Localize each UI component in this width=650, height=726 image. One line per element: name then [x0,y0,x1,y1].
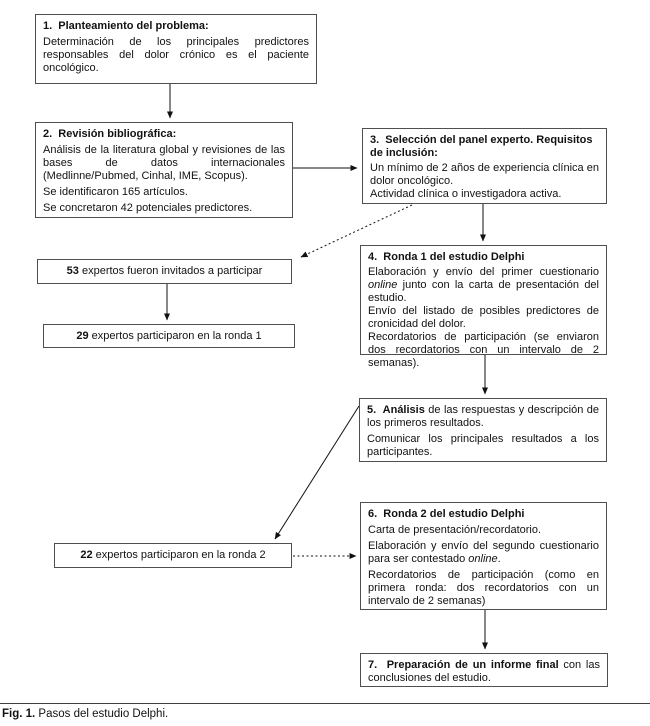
step-6-text-1: Carta de presentación/recordatorio. [368,524,542,536]
step-4-text-2: Envío del listado de posibles predictore… [368,305,599,330]
step-2-text-1: Análisis de la literatura global y revis… [43,144,285,182]
experts-invited-label: 53 expertos fueron invitados a participa… [66,265,263,277]
step-3-box: 3. Selección del panel experto. Requisit… [362,128,607,204]
caption-divider [0,703,650,704]
figure-caption-text: Pasos del estudio Delphi. [35,708,169,720]
step-7-text: 7. Preparación de un informe final con l… [368,659,600,684]
step-2-title: 2. Revisión bibliográfica: [43,128,177,140]
step-6-box: 6. Ronda 2 del estudio Delphi Carta de p… [360,502,607,610]
step-3-text-2: Actividad clínica o investigadora activa… [370,188,562,200]
round2-participants-box: 22 expertos participaron en la ronda 2 [54,543,292,568]
step-2-text-2: Se identificaron 165 artículos. [43,186,188,198]
step-6-title: 6. Ronda 2 del estudio Delphi [368,508,525,520]
step-7-box: 7. Preparación de un informe final con l… [360,653,608,687]
step-5-text-2: Comunicar los principales resultados a l… [367,433,599,458]
step-4-box: 4. Ronda 1 del estudio Delphi Elaboració… [360,245,607,369]
step-3-text-1: Un mínimo de 2 años de experiencia clíni… [370,162,599,187]
step-4-title: 4. Ronda 1 del estudio Delphi [368,251,525,263]
step-1-title: 1. Planteamiento del problema: [43,20,209,32]
figure-caption: Fig. 1. Pasos del estudio Delphi. [2,708,168,721]
step-4-text-3: Recordatorios de participación (se envia… [368,331,599,369]
step-1-text: Determinación de los principales predict… [43,36,309,74]
round1-participants-box: 29 expertos participaron en la ronda 1 [43,324,295,348]
experts-invited-box: 53 expertos fueron invitados a participa… [37,259,292,284]
step-6-text-3: Recordatorios de participación (como en … [368,569,599,607]
step-2-text-3: Se concretaron 42 potenciales predictore… [43,202,253,214]
round1-participants-label: 29 expertos participaron en la ronda 1 [76,329,262,342]
arrow-step5-to-round2 [274,405,360,540]
step-1-box: 1. Planteamiento del problema: Determina… [35,14,317,84]
step-6-text-2: Elaboración y envío del segundo cuestion… [368,540,599,565]
step-5-box: 5. Análisis de las respuestas y descripc… [359,398,607,462]
step-5-text-1: 5. Análisis de las respuestas y descripc… [367,404,599,429]
step-2-box: 2. Revisión bibliográfica: Análisis de l… [35,122,293,218]
step-4-text-1: Elaboración y envío del primer cuestiona… [368,266,599,304]
round2-participants-label: 22 expertos participaron en la ronda 2 [80,549,266,561]
step-3-title: 3. Selección del panel experto. Requisit… [370,134,596,159]
figure-caption-label: Fig. 1. [2,708,36,720]
